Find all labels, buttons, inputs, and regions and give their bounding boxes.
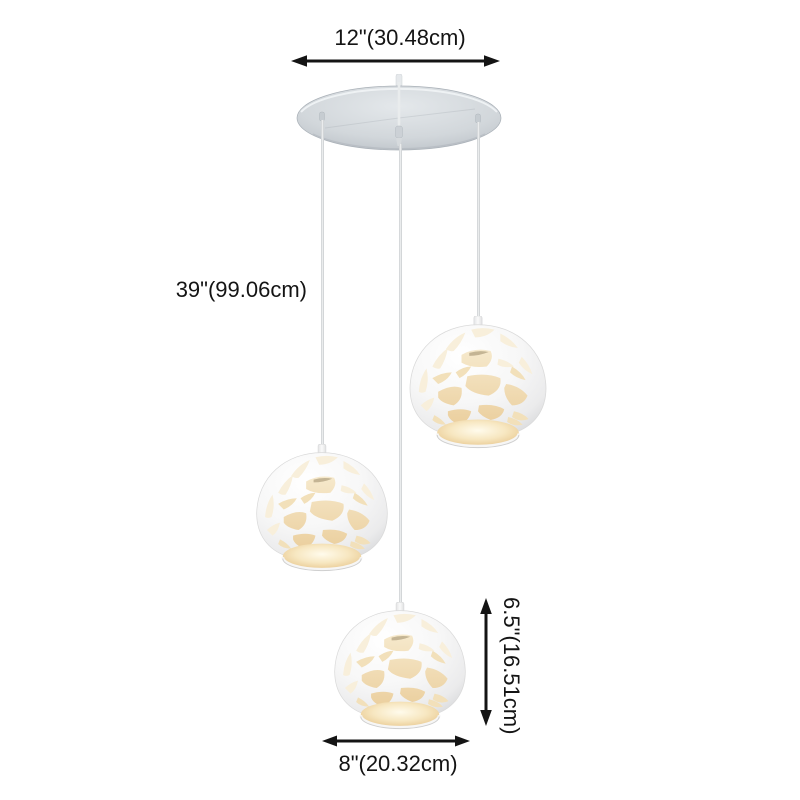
cord-connector-center (395, 125, 403, 139)
dimension-label-shade-diameter: 8"(20.32cm) (338, 751, 458, 776)
hanging-cord-right (476, 122, 480, 320)
dimension-label-canopy-diameter: 12"(30.48cm) (334, 25, 466, 50)
ceiling-canopy (296, 74, 502, 151)
dimension-label-shade-height: 6.5"(16.51cm) (499, 597, 524, 735)
vertical-arrow-shade-height-icon (480, 598, 492, 726)
hanging-cord-left (320, 120, 324, 448)
dimension-label-hanging-height: 39"(99.06cm) (175, 277, 307, 302)
pendant-shade-top-right (405, 316, 551, 452)
horizontal-arrow-shade-diameter-icon (322, 735, 470, 747)
horizontal-arrow-canopy-diameter-icon (291, 55, 500, 67)
pendant-shade-bottom (330, 602, 470, 733)
pendant-shade-middle-left (252, 444, 392, 575)
hanging-cord-middle (399, 144, 402, 606)
